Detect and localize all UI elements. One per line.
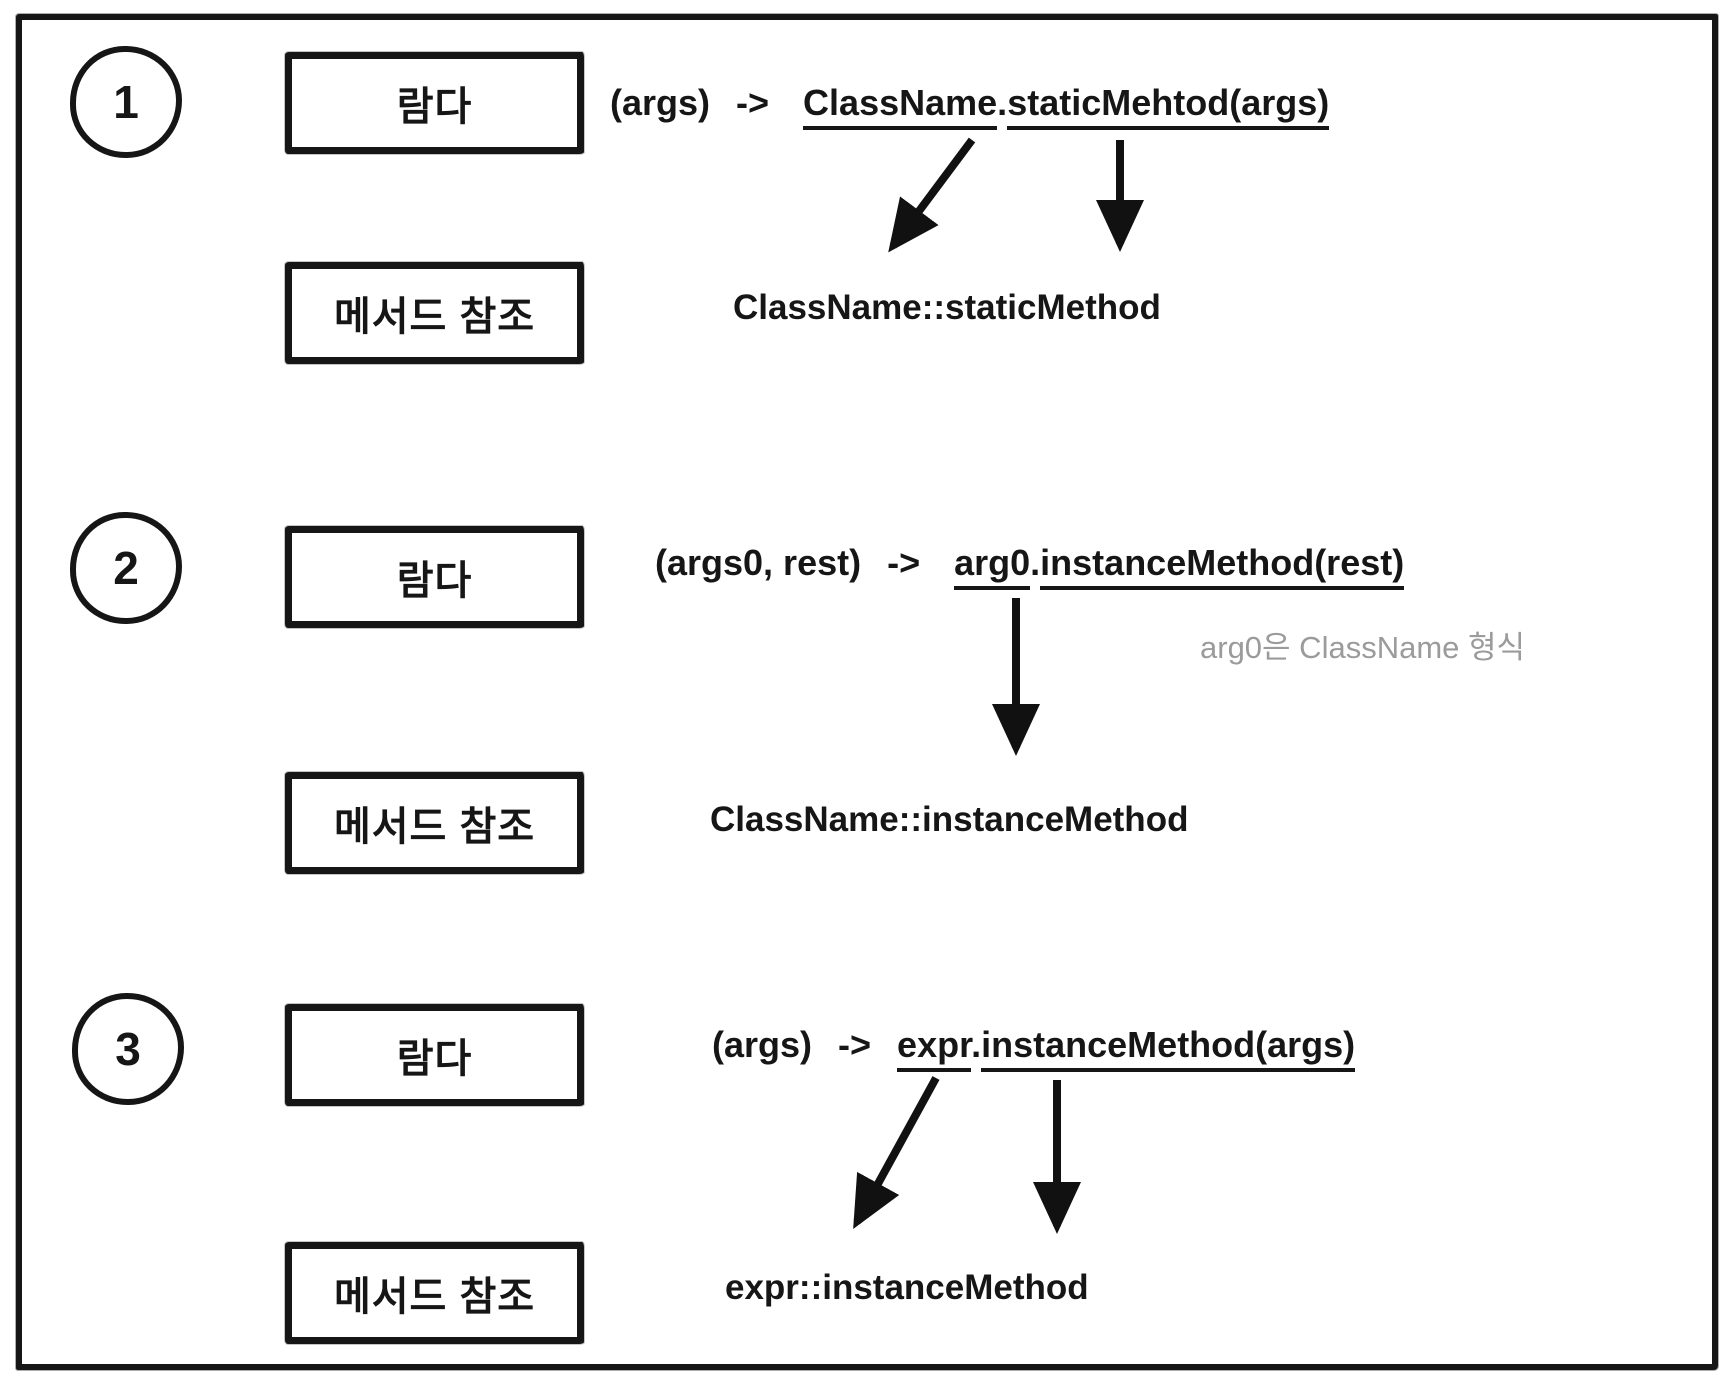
arg0-type-note: arg0은 ClassName 형식: [1200, 630, 1526, 665]
lambda-dot: .: [971, 1024, 982, 1065]
section-number-text: 1: [113, 76, 139, 128]
section-2-lambda-code: (args0, rest) -> arg0.instanceMethod(rest): [655, 542, 1405, 590]
section-2-methodref-box: 메서드 참조: [285, 772, 584, 874]
section-1-number: 1: [70, 46, 182, 158]
section-3-lambda-code: (args) -> expr.instanceMethod(args): [712, 1024, 1356, 1072]
lambda-receiver: ClassName: [803, 82, 998, 130]
lambda-box-label: 람다: [396, 85, 473, 129]
lambda-dot: .: [997, 82, 1008, 123]
lambda-box-label: 람다: [396, 1037, 473, 1081]
methodref-box-label: 메서드 참조: [333, 1275, 536, 1319]
methodref-box-label: 메서드 참조: [333, 805, 536, 849]
lambda-receiver: expr: [897, 1024, 972, 1072]
lambda-call: staticMehtod(args): [1007, 82, 1330, 130]
section-3-number: 3: [72, 993, 184, 1105]
lambda-dot: .: [1030, 542, 1041, 583]
section-number-text: 3: [115, 1023, 141, 1075]
lambda-params: (args): [610, 82, 711, 123]
lambda-params: (args0, rest): [655, 542, 862, 583]
lambda-receiver: arg0: [954, 542, 1031, 590]
lambda-call: instanceMethod(args): [981, 1024, 1356, 1072]
section-3-method-reference: expr::instanceMethod: [725, 1268, 1089, 1307]
section-2-method-reference: ClassName::instanceMethod: [710, 800, 1189, 839]
section-1-method-reference: ClassName::staticMethod: [733, 288, 1161, 327]
lambda-arrow: ->: [736, 82, 770, 123]
section-3-methodref-box: 메서드 참조: [285, 1242, 584, 1344]
section-2-number: 2: [70, 512, 182, 624]
section-number-text: 2: [113, 542, 139, 594]
section-1-methodref-box: 메서드 참조: [285, 262, 584, 364]
lambda-arrow: ->: [887, 542, 921, 583]
section-3-lambda-box: 람다: [285, 1004, 584, 1106]
section-1-lambda-code: (args) -> ClassName.staticMehtod(args): [610, 82, 1330, 130]
lambda-arrow: ->: [838, 1024, 872, 1065]
methodref-box-label: 메서드 참조: [333, 295, 536, 339]
outer-frame: [16, 14, 1718, 1370]
lambda-params: (args): [712, 1024, 813, 1065]
section-1-lambda-box: 람다: [285, 52, 584, 154]
lambda-call: instanceMethod(rest): [1040, 542, 1405, 590]
lambda-box-label: 람다: [396, 559, 473, 603]
section-2-lambda-box: 람다: [285, 526, 584, 628]
